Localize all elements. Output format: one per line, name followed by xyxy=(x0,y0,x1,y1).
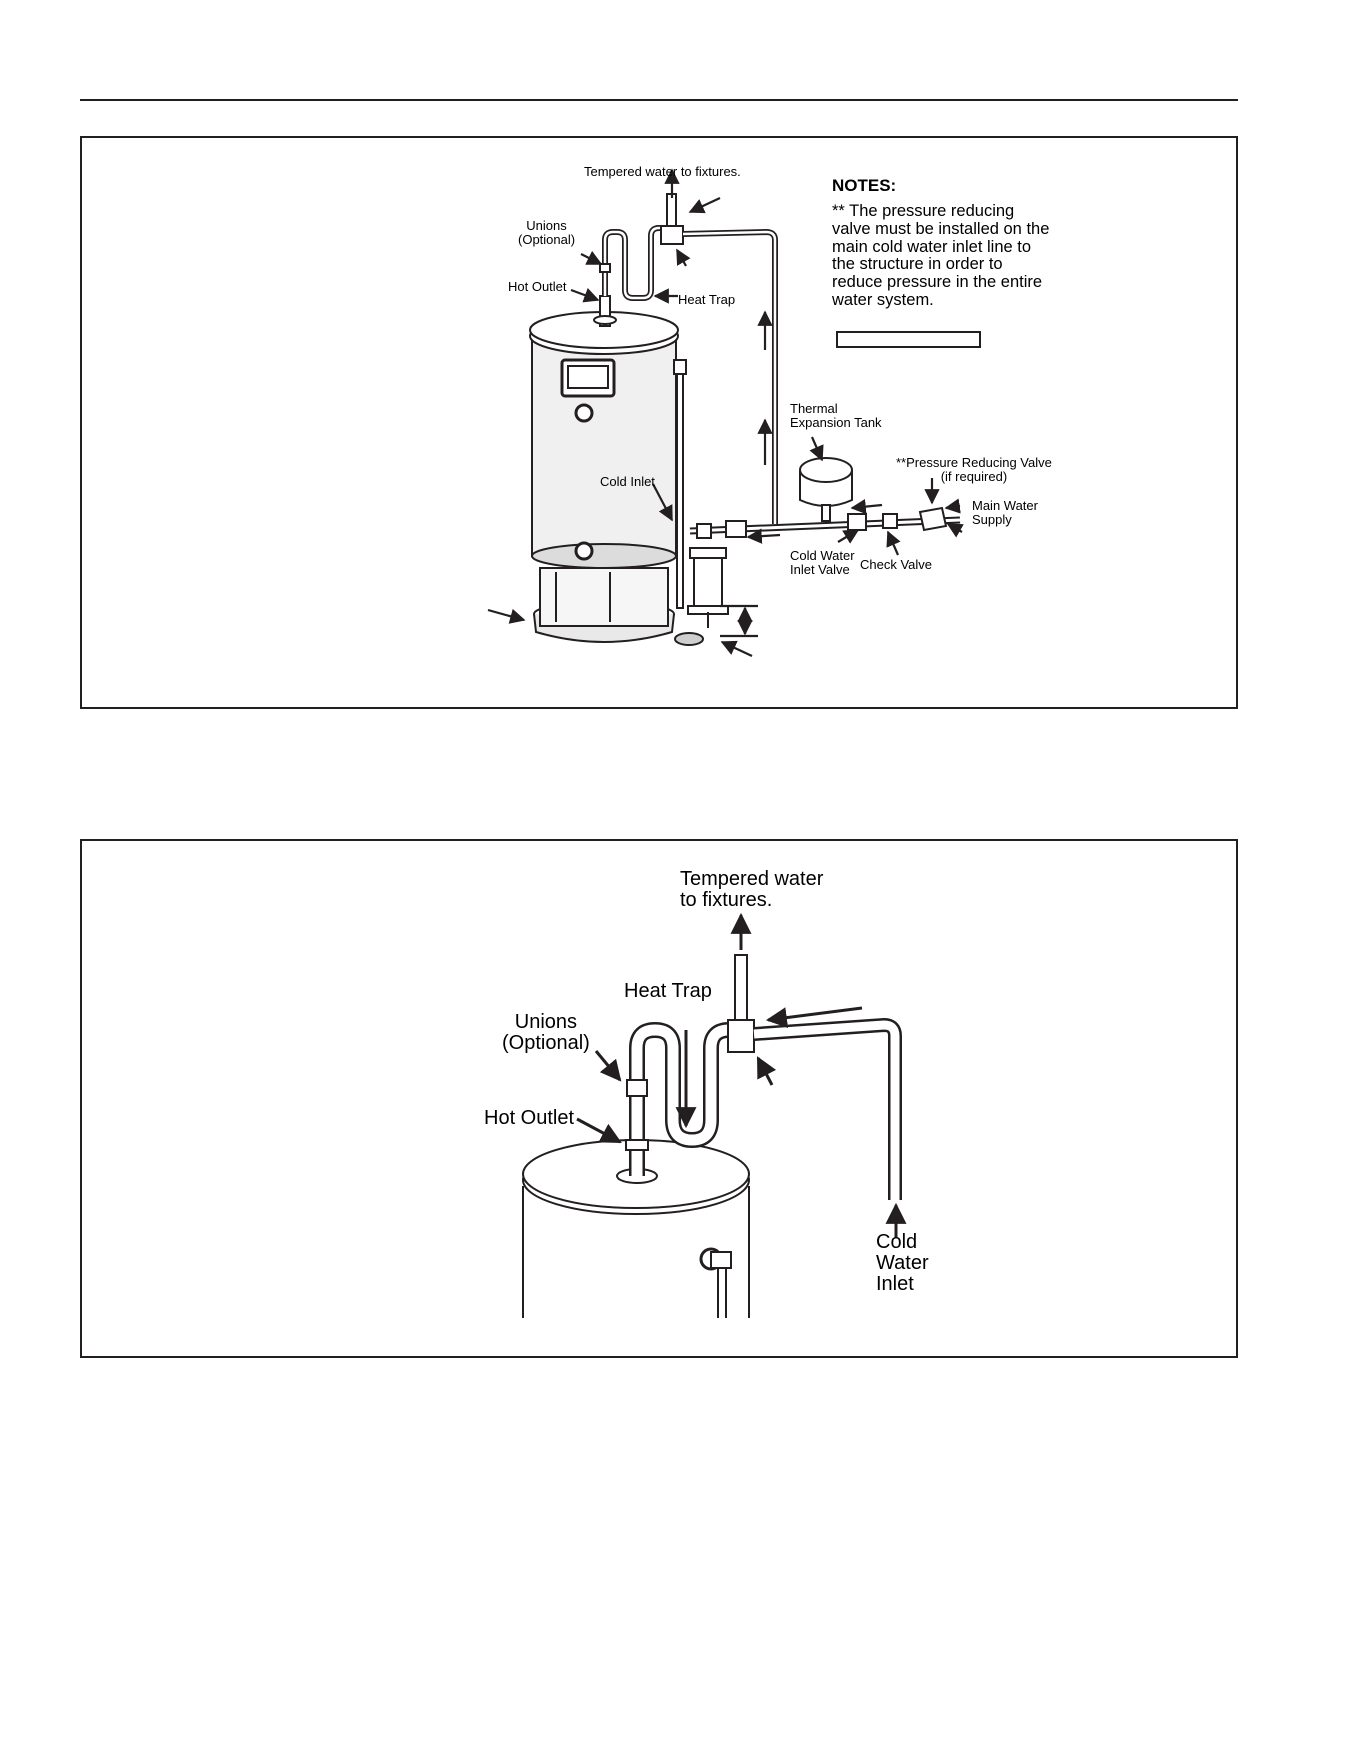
water-heater-1 xyxy=(529,193,961,646)
label2-hot-outlet: Hot Outlet xyxy=(484,1107,575,1129)
header-rule xyxy=(80,99,1238,101)
diagram-frame-heat-trap-detail xyxy=(80,839,1238,1358)
relief-pipe xyxy=(676,367,684,609)
mixing-valve-2 xyxy=(727,1019,755,1053)
label-cold-water-inlet-valve: Cold Water Inlet Valve xyxy=(790,548,855,577)
upper-access-port xyxy=(574,403,594,423)
label-check-valve: Check Valve xyxy=(860,557,933,572)
label2-heat-trap: Heat Trap xyxy=(624,980,712,1002)
drain-fitting xyxy=(693,554,723,608)
label2-tempered-water: Tempered water to fixtures. xyxy=(680,868,824,911)
check-valve xyxy=(882,513,898,529)
label-hot-outlet: Hot Outlet xyxy=(508,279,567,294)
diagram2-arrows xyxy=(576,912,907,1238)
floor-drain xyxy=(674,632,704,646)
cold-water-inlet-valve xyxy=(847,513,867,531)
label-unions: Unions (Optional) xyxy=(518,218,576,247)
notes-empty-box xyxy=(836,331,981,348)
label-thermal-expansion-tank: Thermal Expansion Tank xyxy=(790,401,882,430)
label-pressure-reducing-valve: **Pressure Reducing Valve (if required) xyxy=(896,455,1052,484)
label2-unions: Unions (Optional) xyxy=(502,1011,590,1054)
cold-line-1 xyxy=(682,228,778,524)
heat-trap-piping-2 xyxy=(625,954,902,1200)
pressure-reducing-valve xyxy=(918,506,948,532)
diagram1-arrows xyxy=(487,168,964,657)
mixing-valve-1 xyxy=(660,225,684,245)
label2-cold-water-inlet: Cold Water Inlet xyxy=(876,1231,929,1295)
label-main-water-supply: Main Water Supply xyxy=(972,498,1038,527)
label-heat-trap: Heat Trap xyxy=(678,292,736,307)
diagram-frame-installation xyxy=(80,136,1238,709)
label-tempered-water: Tempered water to fixtures. xyxy=(584,164,741,179)
heater-base xyxy=(539,567,669,627)
lower-access-port xyxy=(574,541,594,561)
notes-text: ** The pressure reducing valve must be i… xyxy=(832,202,1050,310)
label-cold-inlet: Cold Inlet xyxy=(600,474,655,489)
notes-title: NOTES: xyxy=(832,176,897,195)
